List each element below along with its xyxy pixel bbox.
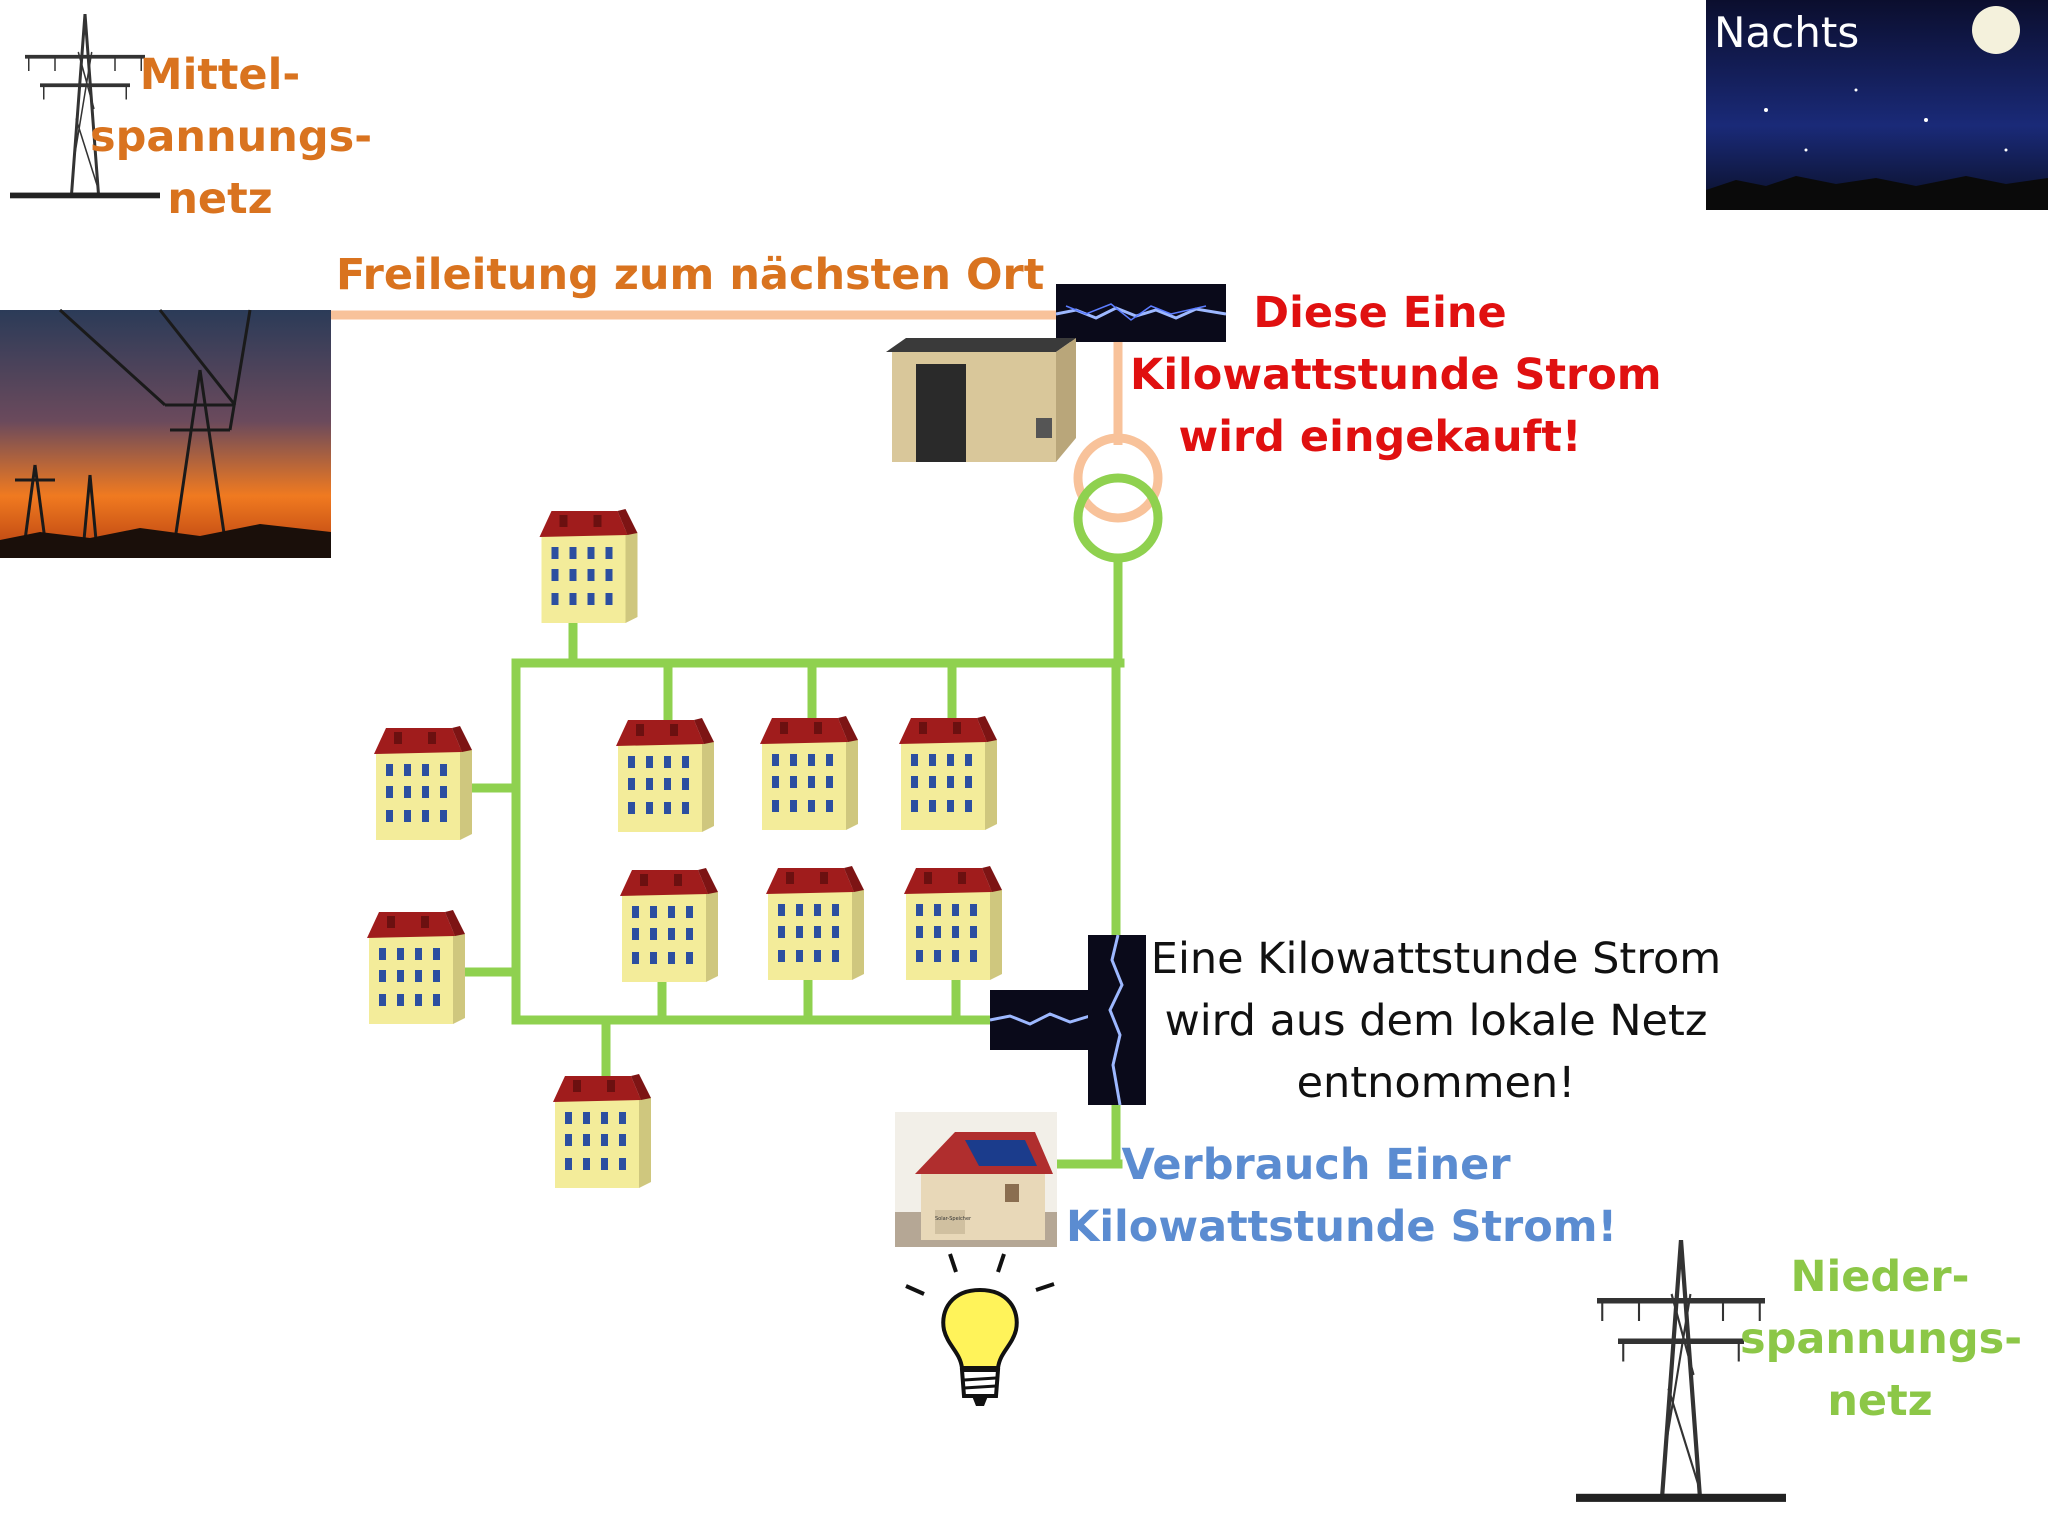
sunset-pylons-image (0, 308, 331, 558)
solar-house-icon: Solar-Speicher (895, 1112, 1057, 1247)
consumption-line1: Verbrauch Einer (1121, 1140, 1511, 1190)
lightning-icon (1055, 284, 1227, 342)
apartment-building-icon (550, 1070, 652, 1190)
apartment-building-icon (762, 862, 866, 982)
apartment-building-icon (756, 712, 860, 832)
medium-voltage-line1: Mittel- (139, 50, 301, 100)
low-voltage-line2: spannungs- (1740, 1314, 2023, 1364)
withdrawal-line1: Eine Kilowattstunde Strom (1150, 934, 1722, 984)
withdrawal-label: Eine Kilowattstunde Strom wird aus dem l… (1146, 928, 1726, 1114)
medium-voltage-line3: netz (167, 174, 273, 224)
apartment-building-icon (612, 714, 716, 834)
transformer-primary (1073, 433, 1163, 523)
lightning-icon (1088, 934, 1146, 1106)
house-sign-label: Solar-Speicher (935, 1216, 972, 1222)
apartment-building-icon (616, 864, 720, 984)
night-label: Nachts (1714, 8, 1860, 57)
apartment-building-icon (372, 722, 472, 842)
low-voltage-line1: Nieder- (1790, 1252, 1970, 1302)
apartment-building-icon (895, 712, 999, 832)
medium-voltage-line2: spannungs- (90, 112, 373, 162)
moon-icon (1972, 6, 2020, 54)
night-sky-image: Nachts (1706, 0, 2048, 210)
medium-voltage-label: Mittel- spannungs- netz (90, 44, 373, 230)
overhead-line-label: Freileitung zum nächsten Ort (336, 250, 1045, 300)
purchase-line1: Diese Eine (1253, 288, 1507, 338)
purchase-line3: wird eingekauft! (1178, 412, 1582, 462)
apartment-building-icon (365, 906, 465, 1026)
purchase-label: Diese Eine Kilowattstunde Strom wird ein… (1130, 282, 1662, 468)
lightbulb-icon (905, 1253, 1055, 1406)
apartment-building-icon (900, 862, 1004, 982)
consumption-label: Verbrauch Einer Kilowattstunde Strom! (1066, 1134, 1618, 1258)
substation-icon (886, 338, 1076, 462)
consumption-line2: Kilowattstunde Strom! (1066, 1202, 1618, 1252)
low-voltage-label: Nieder- spannungs- netz (1740, 1246, 2023, 1432)
withdrawal-line3: entnommen! (1296, 1058, 1576, 1108)
withdrawal-line2: wird aus dem lokale Netz (1164, 996, 1708, 1046)
apartment-building-icon (535, 505, 640, 625)
purchase-line2: Kilowattstunde Strom (1130, 350, 1662, 400)
low-voltage-line3: netz (1827, 1376, 1933, 1426)
